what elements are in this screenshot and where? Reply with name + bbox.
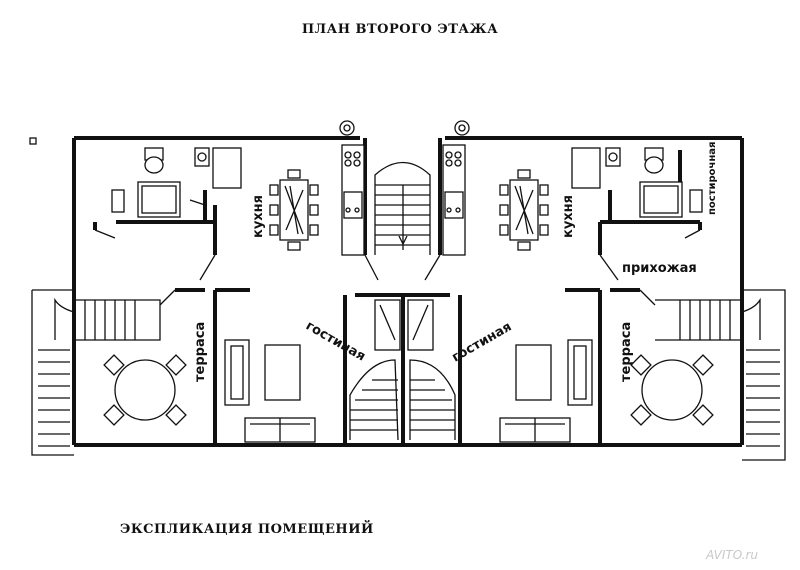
chimney-vents: [339, 120, 470, 136]
lower-stairs: [349, 299, 456, 441]
watermark: AVITO.ru: [706, 548, 759, 562]
left-bathroom-fixtures: [111, 147, 242, 218]
terrace-tables: [103, 354, 714, 426]
dining-tables: [269, 169, 549, 251]
page-title: ПЛАН ВТОРОГО ЭТАЖА: [301, 22, 499, 37]
hallway-label: прихожая: [622, 261, 697, 276]
left-terrace-label: терраса: [193, 322, 208, 382]
explication-heading: ЭКСПЛИКАЦИЯ ПОМЕЩЕНИЙ: [120, 522, 374, 537]
left-living-label: гостиная: [303, 318, 368, 364]
central-staircase: [374, 162, 431, 255]
left-kitchen-label: кухня: [251, 195, 266, 238]
right-terrace-label: терраса: [619, 322, 634, 382]
living-furniture: [224, 339, 593, 443]
right-bathroom-fixtures: [571, 147, 703, 218]
plan-marker: [29, 137, 37, 145]
outdoor-stairs: [31, 289, 786, 461]
door-swings: [94, 199, 701, 306]
right-kitchen-label: кухня: [561, 195, 576, 238]
kitchen-units: [341, 144, 466, 256]
outer-walls: [72, 136, 744, 447]
interior-walls: [93, 138, 702, 445]
laundry-label: постирочная: [707, 142, 718, 215]
